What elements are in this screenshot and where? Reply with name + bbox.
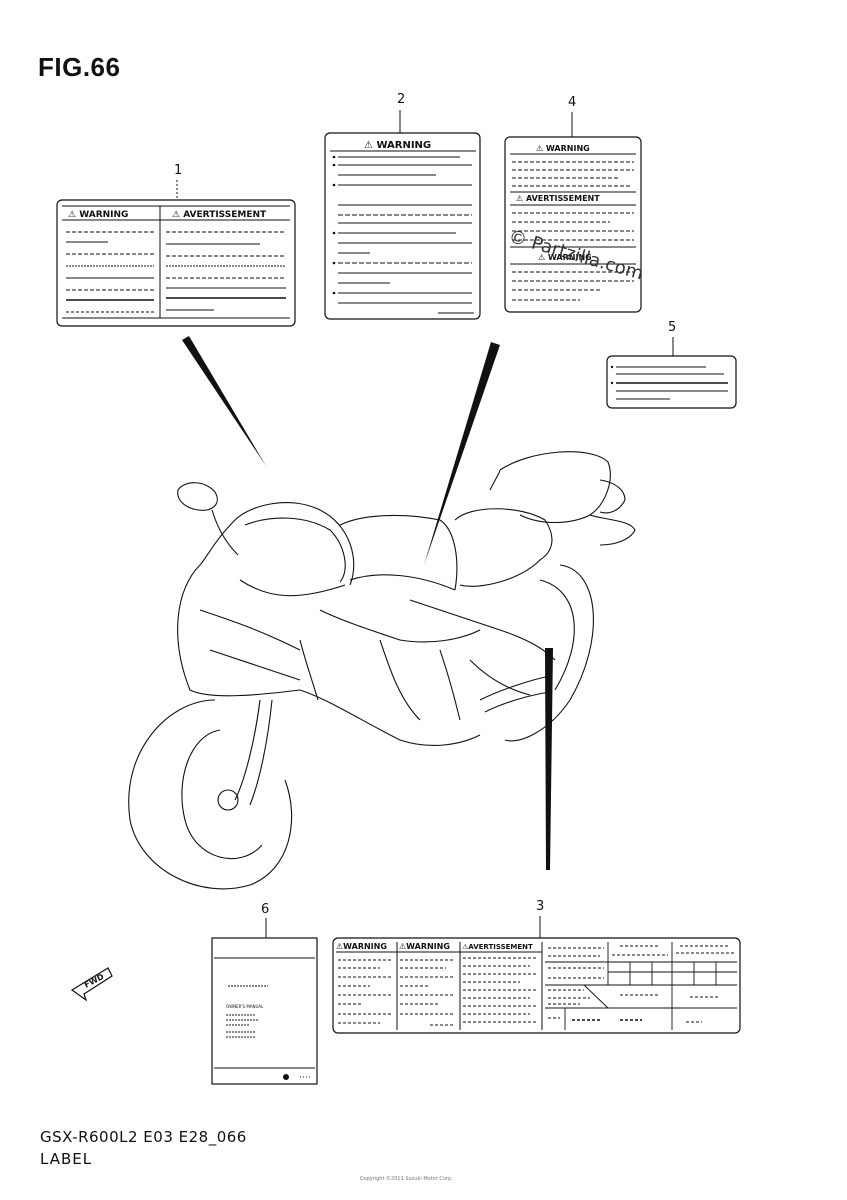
label-1-warning-heading: ⚠ WARNING — [68, 210, 128, 220]
label-2-warning-heading: ⚠ WARNING — [364, 140, 431, 151]
callout-4: 4 — [568, 95, 577, 110]
label-3-avertissement-heading: ⚠AVERTISSEMENT — [462, 943, 533, 951]
callout-3: 3 — [536, 899, 545, 914]
label-4-warning-heading: ⚠ WARNING — [536, 144, 590, 153]
callout-5: 5 — [668, 320, 677, 335]
motorcycle-outline — [128, 451, 636, 890]
label-5 — [606, 355, 737, 409]
label-4-warning-heading-2: ⚠ WARNING — [538, 253, 592, 262]
label-3: ⚠WARNING ⚠WARNING ⚠AVERTISSEMENT — [332, 937, 741, 1034]
callout-6: 6 — [261, 902, 270, 917]
label-4: ⚠ WARNING ⚠ AVERTISSEMENT ⚠ WARNING — [504, 136, 642, 313]
callout-2: 2 — [397, 92, 406, 107]
forward-arrow-icon: FWD — [70, 967, 113, 1002]
label-6-manual-title: OWNER'S MANUAL — [226, 1004, 264, 1009]
section-label: LABEL — [40, 1150, 93, 1168]
label-1: ⚠ WARNING ⚠ AVERTISSEMENT — [56, 199, 296, 327]
label-3-warning-heading-2: ⚠WARNING — [399, 942, 450, 951]
pointer-label-3 — [545, 648, 553, 870]
pointer-label-2 — [424, 342, 500, 565]
label-3-warning-heading: ⚠WARNING — [336, 942, 387, 951]
pointer-label-1 — [182, 336, 266, 466]
label-1-avertissement-heading: ⚠ AVERTISSEMENT — [172, 210, 267, 220]
copyright-note: Copyright ©2011 Suzuki Motor Corp. — [360, 1176, 453, 1182]
figure-title: FIG.66 — [38, 52, 121, 82]
label-2: ⚠ WARNING — [324, 132, 481, 320]
label-4-avertissement-heading: ⚠ AVERTISSEMENT — [516, 194, 600, 203]
model-code: GSX-R600L2 E03 E28_066 — [40, 1128, 247, 1146]
label-6: OWNER'S MANUAL — [211, 937, 318, 1085]
suzuki-logo-icon — [283, 1074, 289, 1080]
callout-1: 1 — [174, 163, 183, 178]
